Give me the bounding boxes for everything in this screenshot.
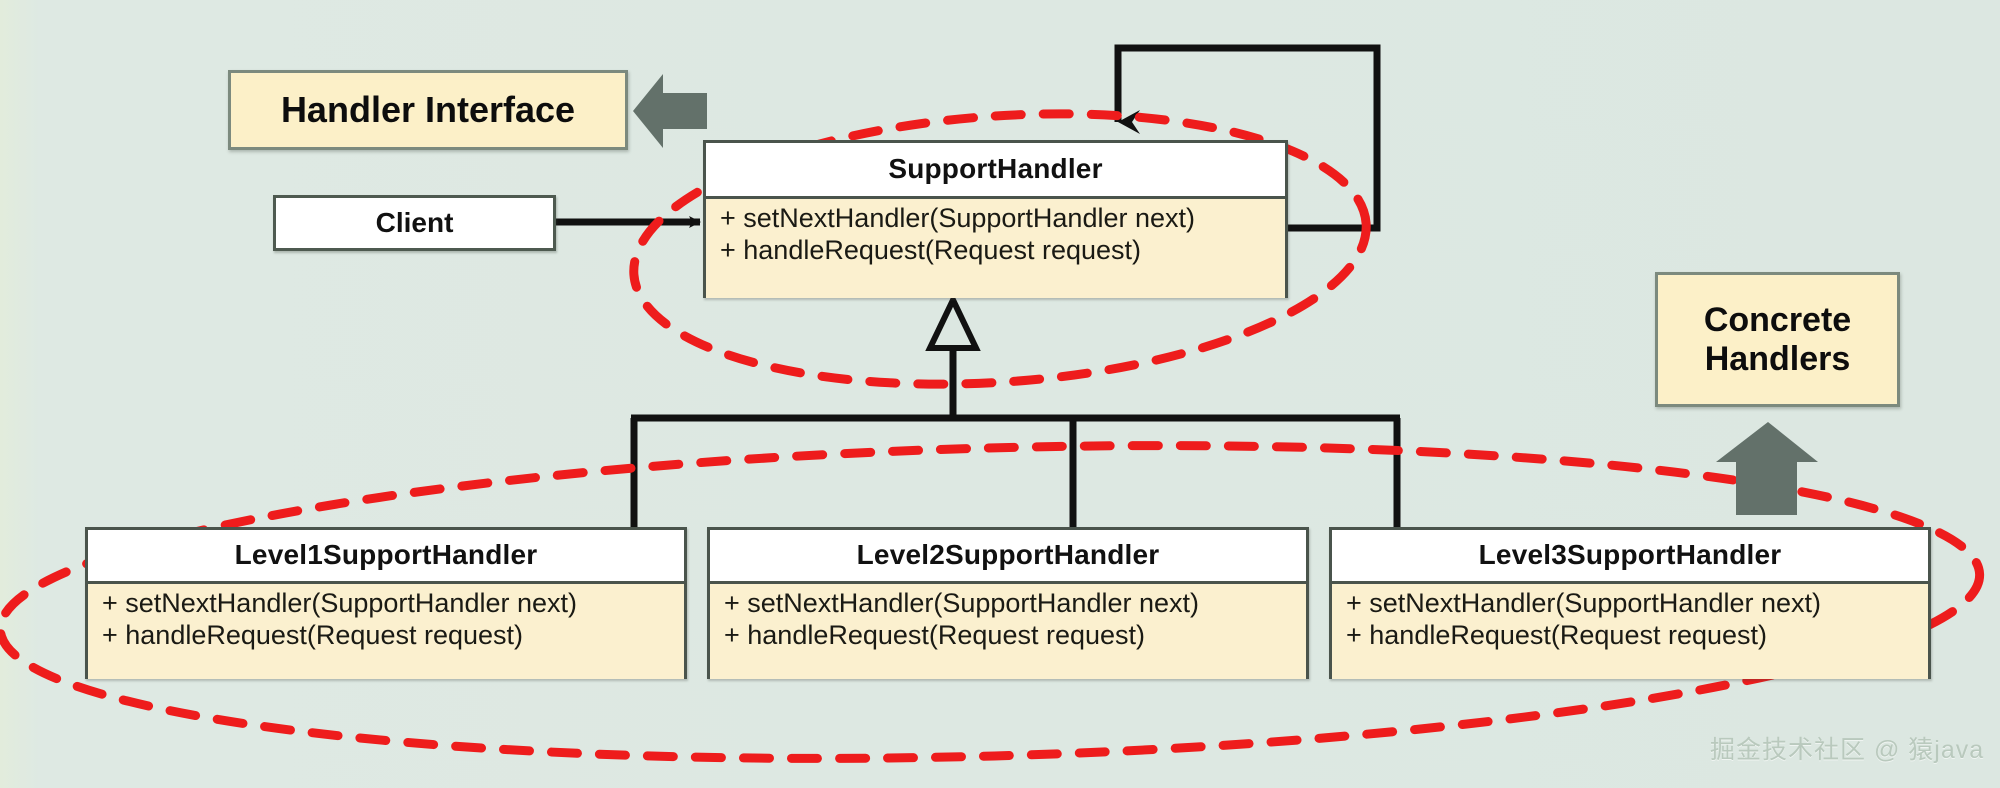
connector-generalization-tree — [630, 293, 1401, 530]
level3-support-handler-title: Level3SupportHandler — [1332, 530, 1928, 584]
level2-support-handler-title: Level2SupportHandler — [710, 530, 1306, 584]
support-handler-methods: + setNextHandler(SupportHandler next) + … — [706, 199, 1285, 298]
gray-arrow-up-icon — [1716, 422, 1818, 515]
level2-support-handler-method-1: + handleRequest(Request request) — [724, 619, 1146, 650]
class-box-client[interactable]: Client — [273, 195, 556, 251]
level1-support-handler-methods: + setNextHandler(SupportHandler next) + … — [88, 584, 684, 679]
class-box-support-handler[interactable]: SupportHandler + setNextHandler(SupportH… — [703, 140, 1288, 298]
level3-support-handler-methods: + setNextHandler(SupportHandler next) + … — [1332, 584, 1928, 679]
class-box-level3-support-handler[interactable]: Level3SupportHandler + setNextHandler(Su… — [1329, 527, 1931, 679]
watermark-text: 掘金技术社区 @ 猿java — [1710, 736, 1985, 764]
level1-support-handler-method-1: + handleRequest(Request request) — [102, 619, 524, 650]
support-handler-method-1: + handleRequest(Request request) — [720, 234, 1142, 265]
level3-support-handler-method-0: + setNextHandler(SupportHandler next) — [1346, 588, 1821, 618]
level3-support-handler-method-1: + handleRequest(Request request) — [1346, 619, 1768, 650]
level2-support-handler-method-0: + setNextHandler(SupportHandler next) — [724, 588, 1199, 618]
client-label: Client — [375, 207, 454, 238]
note-concrete-handlers: Concrete Handlers — [1655, 272, 1900, 407]
note-concrete-handlers-line2: Handlers — [1704, 339, 1851, 378]
class-box-level2-support-handler[interactable]: Level2SupportHandler + setNextHandler(Su… — [707, 527, 1309, 679]
gray-arrow-left-icon — [633, 74, 707, 148]
note-concrete-handlers-line1: Concrete — [1703, 301, 1852, 340]
support-handler-title: SupportHandler — [706, 143, 1285, 199]
level1-support-handler-title: Level1SupportHandler — [88, 530, 684, 584]
level1-support-handler-method-0: + setNextHandler(SupportHandler next) — [102, 588, 577, 618]
note-handler-interface-label: Handler Interface — [280, 88, 576, 130]
note-handler-interface: Handler Interface — [228, 70, 628, 150]
class-box-level1-support-handler[interactable]: Level1SupportHandler + setNextHandler(Su… — [85, 527, 687, 679]
level2-support-handler-methods: + setNextHandler(SupportHandler next) + … — [710, 584, 1306, 679]
support-handler-method-0: + setNextHandler(SupportHandler next) — [720, 203, 1195, 233]
